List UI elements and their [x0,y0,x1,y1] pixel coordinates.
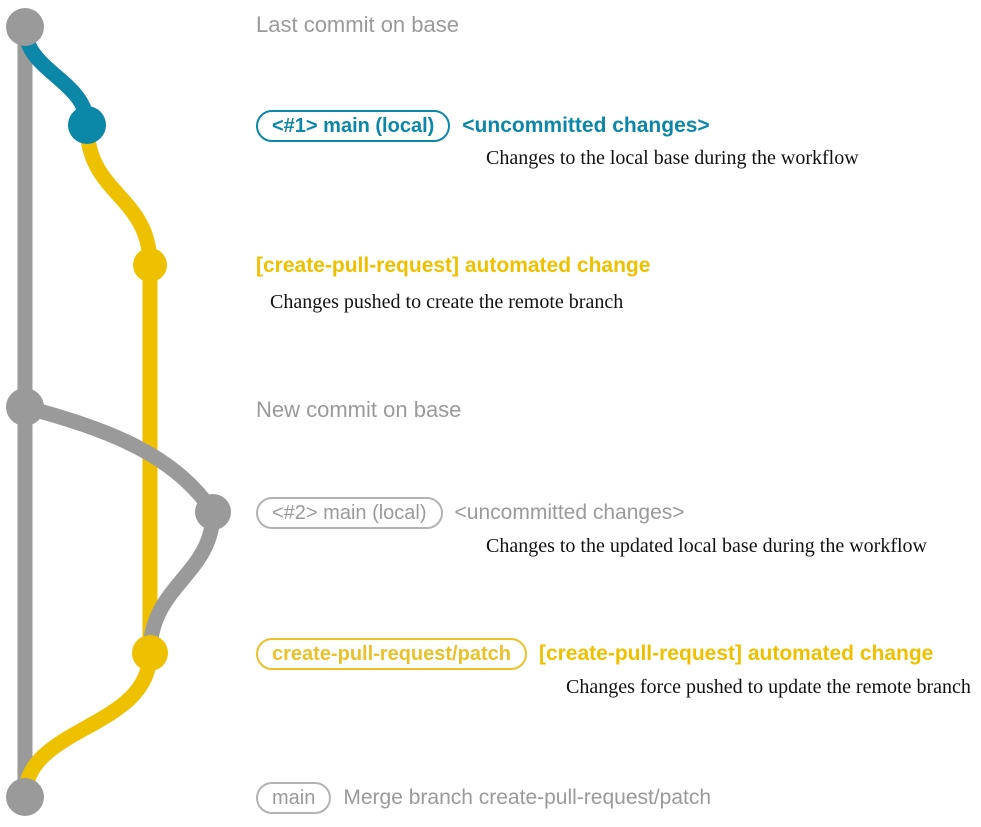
commit-description-4: Changes force pushed to update the remot… [566,676,971,698]
node-patch-1 [133,248,167,282]
commit-message-uncommitted-2: <uncommitted changes> [454,501,685,524]
commit-description-1: Changes to the local base during the wor… [486,147,859,169]
branch-badge-main-local-1[interactable]: <#1> main (local) [256,110,451,142]
node-patch-2 [132,635,168,671]
node-local-1 [68,106,106,144]
commit-message-automated-change-1: [create-pull-request] automated change [256,254,651,277]
branch-badge-main-local-2[interactable]: <#2> main (local) [256,497,443,529]
headline-last-commit-on-base: Last commit on base [256,12,459,37]
commit-row-merge: main Merge branch create-pull-request/pa… [256,782,711,814]
headline-new-commit-on-base: New commit on base [256,397,462,422]
commit-row-automated-change-2: create-pull-request/patch [create-pull-r… [256,638,933,670]
node-local-2 [195,494,231,530]
commit-message-automated-change-2: [create-pull-request] automated change [538,642,934,665]
commit-row-local-uncommitted-1: <#1> main (local) <uncommitted changes> [256,110,710,142]
commit-row-local-uncommitted-2: <#2> main (local) <uncommitted changes> [256,497,685,529]
node-base-new [6,388,44,426]
local1-to-patch1-path [79,117,158,273]
patch2-to-merge-path [17,645,158,805]
node-base-merge [6,778,44,816]
branch-badge-main[interactable]: main [256,782,332,814]
commit-row-automated-change-1: [create-pull-request] automated change [256,255,650,276]
node-base-last [6,8,44,46]
basenew-to-local2-path [17,399,221,520]
local2-to-patch2-path [142,504,221,661]
commit-description-3: Changes to the updated local base during… [486,535,927,557]
commit-message-uncommitted-1: <uncommitted changes> [462,114,710,137]
branch-badge-create-pull-request-patch[interactable]: create-pull-request/patch [256,638,527,670]
commit-description-2: Changes pushed to create the remote bran… [270,291,624,313]
commit-message-merge: Merge branch create-pull-request/patch [343,786,712,809]
